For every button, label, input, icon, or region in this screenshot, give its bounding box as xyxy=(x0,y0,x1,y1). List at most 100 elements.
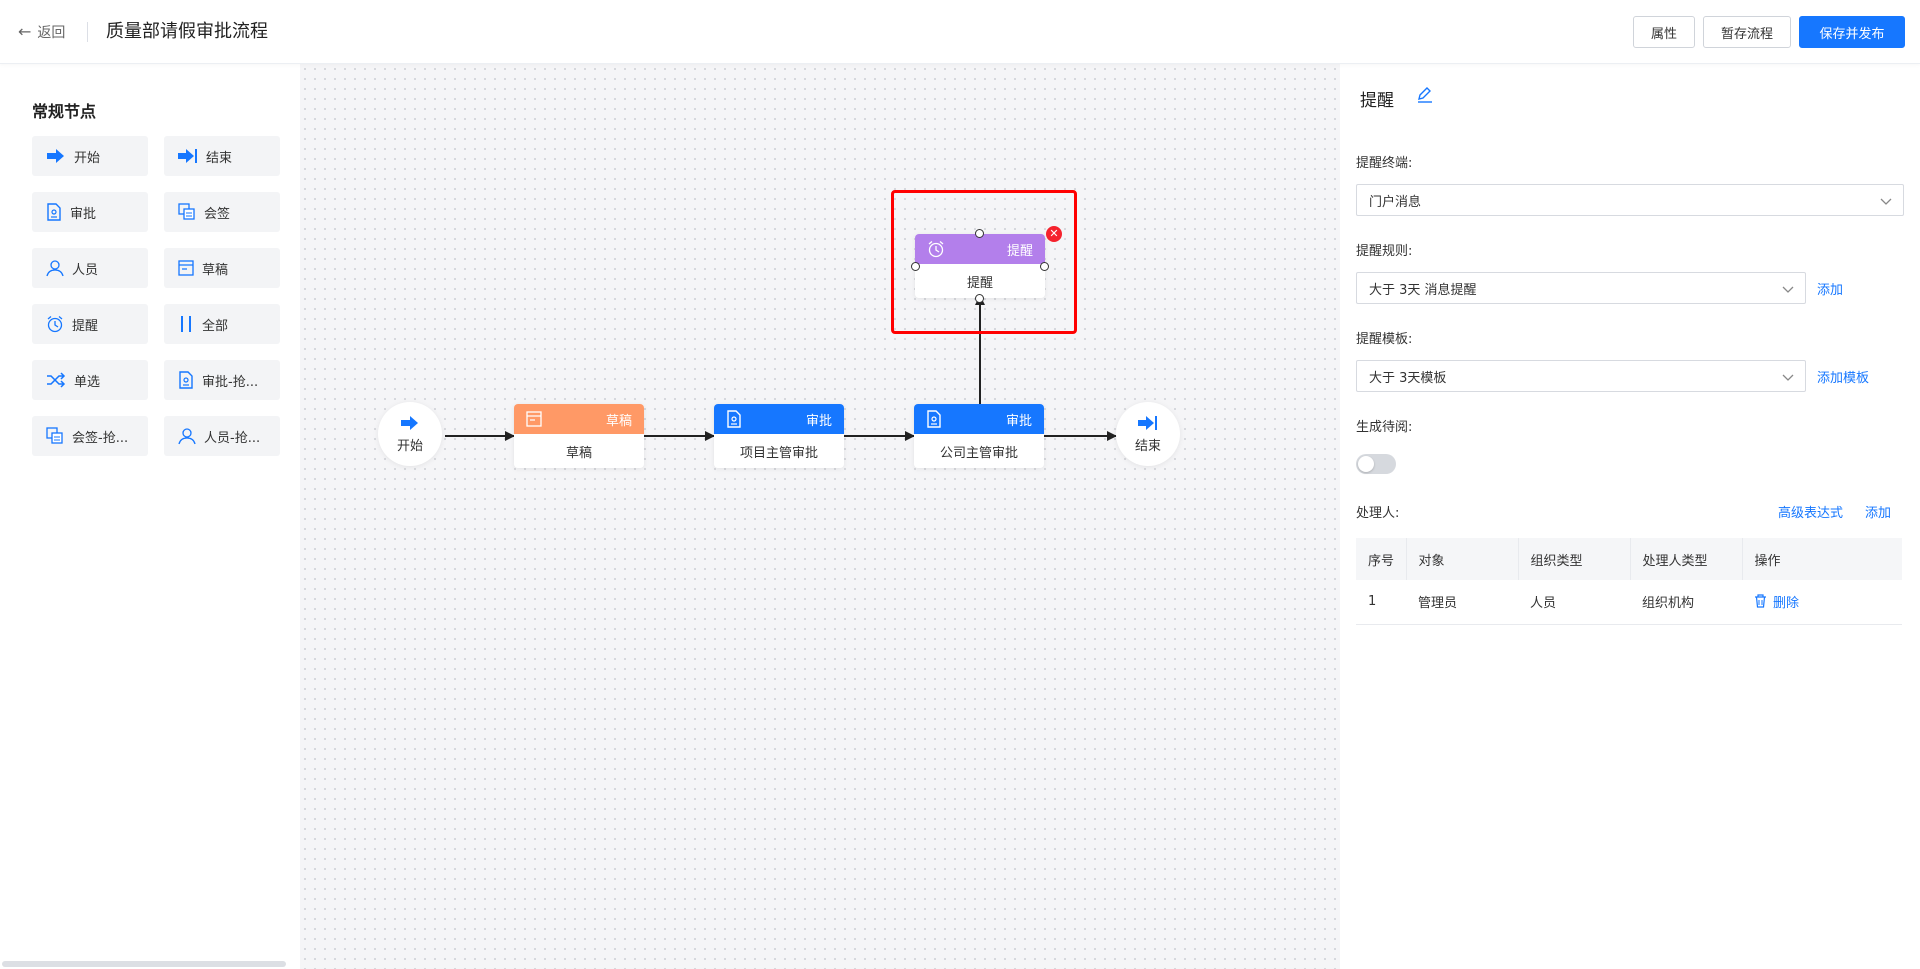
terminal-value: 门户消息 xyxy=(1369,194,1422,210)
draft-window-icon xyxy=(178,260,194,276)
start-arrow-icon xyxy=(401,415,418,430)
node-label: 提醒 xyxy=(966,275,993,291)
resize-handle-top[interactable] xyxy=(975,229,984,238)
delete-handler-button[interactable]: 删除 xyxy=(1754,592,1799,611)
node-company-approval[interactable]: 审批 公司主管审批 xyxy=(914,404,1044,468)
palette-item-countersign-grab[interactable]: 会签-抢... xyxy=(32,416,148,456)
palette-item-draft[interactable]: 草稿 xyxy=(164,248,280,288)
palette-title: 常规节点 xyxy=(32,102,97,121)
handlers-table: 序号 对象 组织类型 处理人类型 操作 1 管理员 人员 组织机构 删除 xyxy=(1356,538,1902,625)
column-header: 处理人类型 xyxy=(1630,538,1743,580)
cell-index: 1 xyxy=(1356,580,1406,625)
cell-org-type: 人员 xyxy=(1518,580,1630,625)
selection-highlight xyxy=(891,190,1077,334)
handlers-label: 处理人: xyxy=(1356,506,1400,521)
approve-doc-icon xyxy=(927,410,941,428)
node-palette: 常规节点 开始 结束 审批 会签 人员 草稿 提醒 全部 单选 审批-抢... xyxy=(0,64,300,969)
palette-item-person-grab[interactable]: 人员-抢... xyxy=(164,416,280,456)
table-header-row: 序号 对象 组织类型 处理人类型 操作 xyxy=(1356,538,1902,580)
add-template-link[interactable]: 添加模板 xyxy=(1817,371,1870,386)
node-label: 公司主管审批 xyxy=(939,445,1018,461)
alarm-clock-icon xyxy=(47,316,63,333)
palette-item-all[interactable]: 全部 xyxy=(164,304,280,344)
palette-item-label: 提醒 xyxy=(72,318,99,334)
palette-item-label: 开始 xyxy=(74,150,101,166)
node-start[interactable]: 开始 xyxy=(378,402,442,466)
add-handler-link[interactable]: 添加 xyxy=(1865,506,1892,521)
flow-canvas[interactable]: 开始 草稿 草稿 审批 项目主管审批 审批 公司主管审批 结束 提醒 xyxy=(300,64,1340,969)
node-project-approval[interactable]: 审批 项目主管审批 xyxy=(714,404,844,468)
top-header: ← 返回 质量部请假审批流程 属性 暂存流程 保存并发布 xyxy=(0,0,1920,64)
node-header: 审批 xyxy=(914,404,1044,434)
terminal-label: 提醒终端: xyxy=(1356,156,1413,171)
node-label: 项目主管审批 xyxy=(739,445,818,461)
back-button[interactable]: ← 返回 xyxy=(18,22,65,42)
palette-item-label: 人员-抢... xyxy=(204,430,261,446)
node-header: 提醒 xyxy=(915,234,1045,264)
template-select[interactable]: 大于 3天模板 xyxy=(1356,360,1806,392)
palette-item-start[interactable]: 开始 xyxy=(32,136,148,176)
shuffle-icon xyxy=(47,372,66,388)
flow-edges xyxy=(445,295,1117,441)
palette-item-single-select[interactable]: 单选 xyxy=(32,360,148,400)
end-arrow-icon xyxy=(178,149,197,163)
column-header: 对象 xyxy=(1406,538,1519,580)
approve-doc-icon xyxy=(727,410,741,428)
end-arrow-icon xyxy=(1138,415,1157,430)
delete-label: 删除 xyxy=(1773,595,1800,611)
palette-item-label: 草稿 xyxy=(202,262,229,278)
cell-handler-type: 组织机构 xyxy=(1630,580,1742,625)
node-header: 审批 xyxy=(714,404,844,434)
terminal-select[interactable]: 门户消息 xyxy=(1356,184,1904,216)
approve-doc-icon xyxy=(47,203,61,221)
add-rule-link[interactable]: 添加 xyxy=(1817,283,1844,298)
countersign-icon xyxy=(46,427,63,444)
resize-handle-right[interactable] xyxy=(1040,262,1049,271)
palette-item-label: 审批 xyxy=(70,206,97,222)
advanced-expression-link[interactable]: 高级表达式 xyxy=(1778,506,1844,521)
palette-item-label: 单选 xyxy=(74,374,101,390)
properties-button[interactable]: 属性 xyxy=(1633,16,1695,48)
node-end[interactable]: 结束 xyxy=(1116,402,1180,466)
node-header: 草稿 xyxy=(514,404,644,434)
approve-doc-icon xyxy=(179,371,193,389)
todo-toggle[interactable] xyxy=(1356,454,1396,474)
palette-item-end[interactable]: 结束 xyxy=(164,136,280,176)
save-publish-button[interactable]: 保存并发布 xyxy=(1799,16,1905,48)
edit-pencil-icon[interactable] xyxy=(1416,86,1434,104)
palette-item-label: 结束 xyxy=(206,150,233,166)
resize-handle-left[interactable] xyxy=(911,262,920,271)
node-type-label: 审批 xyxy=(805,413,832,429)
column-header: 组织类型 xyxy=(1518,538,1631,580)
node-reminder[interactable]: 提醒 提醒 xyxy=(915,234,1045,298)
node-type-label: 审批 xyxy=(1005,413,1032,429)
palette-item-reminder[interactable]: 提醒 xyxy=(32,304,148,344)
rule-select[interactable]: 大于 3天 消息提醒 xyxy=(1356,272,1806,304)
person-icon xyxy=(46,260,64,277)
node-type-label: 提醒 xyxy=(1006,243,1033,259)
save-draft-button[interactable]: 暂存流程 xyxy=(1703,16,1791,48)
column-header: 操作 xyxy=(1742,538,1902,580)
node-draft[interactable]: 草稿 草稿 xyxy=(514,404,644,468)
palette-item-approve[interactable]: 审批 xyxy=(32,192,148,232)
node-label: 草稿 xyxy=(565,445,592,461)
template-label: 提醒模板: xyxy=(1356,332,1413,347)
header-divider xyxy=(87,22,88,42)
palette-item-person[interactable]: 人员 xyxy=(32,248,148,288)
node-label: 结束 xyxy=(1134,438,1161,454)
resize-handle-bottom[interactable] xyxy=(975,294,984,303)
node-type-label: 草稿 xyxy=(605,413,632,429)
column-header: 序号 xyxy=(1356,538,1407,580)
palette-item-label: 会签-抢... xyxy=(72,430,129,446)
horizontal-scrollbar[interactable] xyxy=(2,961,286,967)
cell-object: 管理员 xyxy=(1406,580,1518,625)
palette-item-label: 全部 xyxy=(202,318,229,334)
properties-panel: 提醒 提醒终端: 门户消息 提醒规则: 大于 3天 消息提醒 添加 提醒模板: … xyxy=(1340,64,1920,969)
table-row: 1 管理员 人员 组织机构 删除 xyxy=(1356,580,1902,625)
panel-title: 提醒 xyxy=(1360,91,1394,111)
palette-item-countersign[interactable]: 会签 xyxy=(164,192,280,232)
arrow-left-icon: ← xyxy=(18,22,32,41)
delete-node-icon[interactable]: ✕ xyxy=(1046,226,1062,242)
cell-action: 删除 xyxy=(1742,580,1902,625)
palette-item-approve-grab[interactable]: 审批-抢... xyxy=(164,360,280,400)
